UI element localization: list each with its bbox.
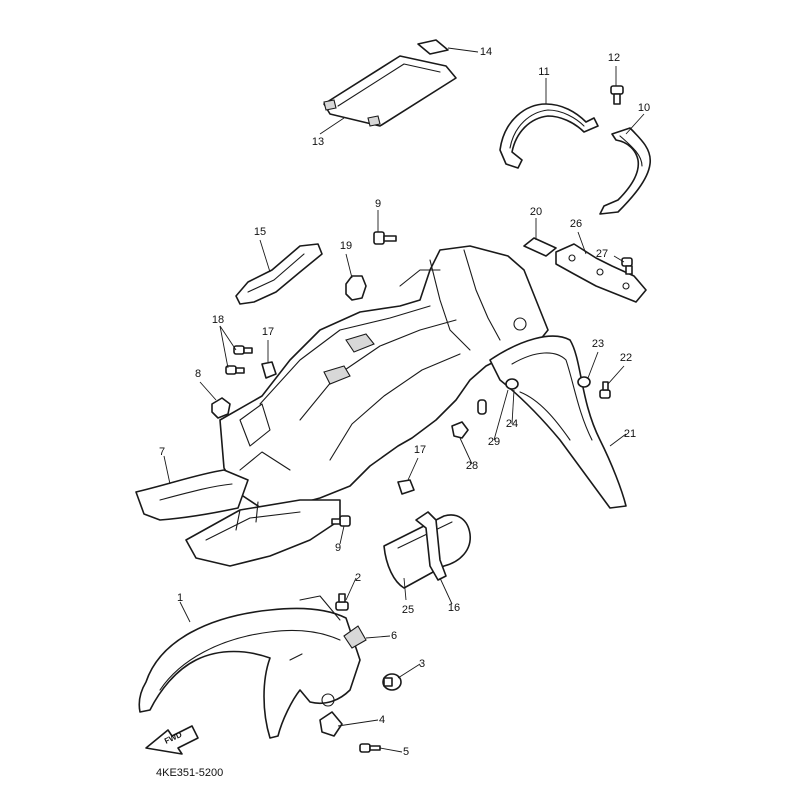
part-14-plate: [417, 39, 449, 55]
part-26-plate-bracket: [555, 243, 647, 303]
part-11-grab-handle: [499, 103, 599, 169]
callout-28: 28: [466, 460, 478, 472]
callout-23: 23: [592, 338, 604, 350]
callout-27: 27: [596, 248, 608, 260]
part-6-emblem: [343, 625, 367, 649]
callout-12: 12: [608, 52, 620, 64]
part-17-clip-lower: [397, 479, 415, 495]
callout-4: 4: [379, 714, 385, 726]
callout-25: 25: [402, 604, 414, 616]
callout-17-upper: 17: [262, 326, 274, 338]
leader-lines: [163, 47, 645, 753]
part-22-bolt: [599, 381, 611, 399]
callout-17-lower: 17: [414, 444, 426, 456]
part-8-grommet: [211, 397, 231, 419]
part-16-band: [415, 511, 447, 581]
part-5-bolt: [359, 743, 381, 753]
part-29-spacer: [477, 399, 487, 415]
callout-29: 29: [488, 436, 500, 448]
callout-22: 22: [620, 352, 632, 364]
callout-20: 20: [530, 206, 542, 218]
part-9-bolt-lower: [331, 515, 351, 527]
part-2-bolt: [335, 593, 349, 611]
callout-5: 5: [403, 746, 409, 758]
callout-11: 11: [538, 66, 549, 78]
part-10-bracket: [599, 127, 652, 215]
callout-18: 18: [212, 314, 224, 326]
callout-19: 19: [340, 240, 352, 252]
callout-9-upper: 9: [375, 198, 381, 210]
part-21-rear-fender-tail: [489, 335, 627, 509]
inner-fender-tray: [185, 499, 341, 567]
part-9-bolt-upper: [373, 231, 397, 245]
callout-26: 26: [570, 218, 582, 230]
callout-24: 24: [506, 418, 518, 430]
part-27-bolt: [621, 257, 633, 275]
callout-21: 21: [624, 428, 636, 440]
forward-arrow-icon: FWD: [145, 725, 199, 755]
callout-7: 7: [159, 446, 165, 458]
callout-15: 15: [254, 226, 266, 238]
part-15-bracket: [235, 243, 323, 305]
callout-1: 1: [177, 592, 183, 604]
part-4-bracket: [319, 693, 343, 737]
callout-10: 10: [638, 102, 650, 114]
callout-16: 16: [448, 602, 460, 614]
part-18-bolts: [225, 345, 253, 375]
callout-3: 3: [419, 658, 425, 670]
part-20-pad: [523, 237, 557, 257]
callout-9-lower: 9: [335, 542, 341, 554]
part-1-front-fender: [138, 595, 361, 739]
callout-8: 8: [195, 368, 201, 380]
part-23-grommet: [577, 376, 591, 388]
callout-14: 14: [480, 46, 492, 58]
part-24-collar: [505, 378, 519, 390]
part-25-flap: [383, 514, 471, 589]
callout-labels: 1 2 3 4 5 6 7 8 9 9 10 11 12 13 14 15 16…: [159, 46, 650, 758]
diagram-code: 4KE351-5200: [156, 767, 223, 779]
part-28-nut: [451, 421, 469, 439]
part-3-bolt: [382, 673, 402, 691]
part-17-clip-upper: [261, 361, 277, 379]
part-13-pad: [323, 55, 457, 127]
part-7-mud-flap: [135, 469, 249, 521]
callout-6: 6: [391, 630, 397, 642]
callout-2: 2: [355, 572, 361, 584]
part-19-clamp: [345, 275, 367, 301]
callout-13: 13: [312, 136, 324, 148]
part-12-bolt: [610, 85, 624, 105]
